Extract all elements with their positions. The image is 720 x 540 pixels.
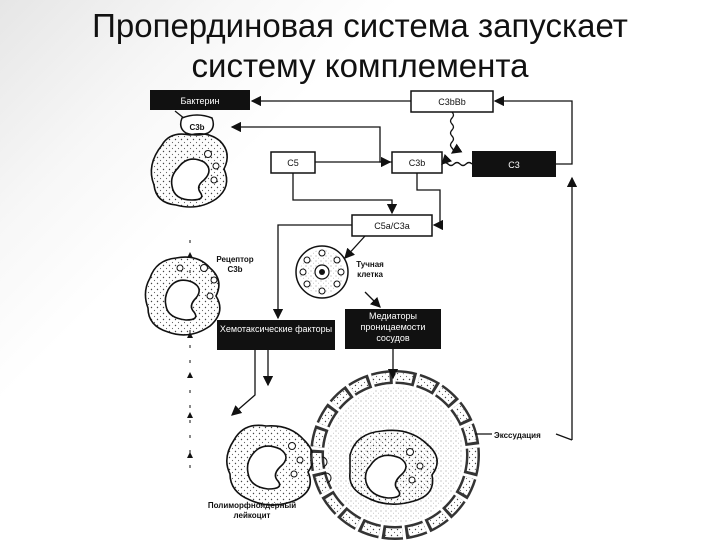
leukocyte-top bbox=[150, 133, 228, 208]
c3b-cap: C3b bbox=[179, 114, 215, 136]
box-bacterin: Бактерин bbox=[150, 90, 250, 110]
c3b-cap-label: C3b bbox=[189, 123, 204, 132]
box-c5: C5 bbox=[270, 151, 316, 174]
receptor-label-line2: C3b bbox=[227, 265, 242, 274]
slide-title-line-1: Пропердиновая система запускает bbox=[92, 7, 628, 44]
box-c5-label: C5 bbox=[287, 158, 299, 168]
pmn-label-line1: Полиморфноядерный bbox=[208, 501, 296, 510]
box-c3-label: C3 bbox=[508, 160, 520, 170]
box-permeability-mediators: Медиаторы проницаемости сосудов bbox=[345, 309, 441, 349]
slide-title-line-2: систему комплемента bbox=[191, 47, 529, 84]
box-chemotactic-factors: Хемотаксические факторы bbox=[217, 320, 335, 350]
box-c3: C3 bbox=[472, 151, 556, 177]
leukocyte-pmn: Полиморфноядерный лейкоцит bbox=[208, 424, 332, 520]
box-chemotactic-label: Хемотаксические факторы bbox=[220, 324, 332, 334]
leukocyte-receptor: Рецептор C3b bbox=[144, 255, 254, 336]
connectors bbox=[174, 95, 578, 441]
box-c3b-label: C3b bbox=[409, 158, 426, 168]
leukocyte-in-vessel bbox=[349, 429, 438, 505]
box-bacterin-label: Бактерин bbox=[181, 96, 220, 106]
box-chemotactic-label-text: Хемотаксические факторы bbox=[220, 324, 332, 334]
slide-title: Пропердиновая система запускает систему … bbox=[40, 6, 680, 86]
box-c5a-c3a: C5a/C3a bbox=[351, 214, 433, 237]
exudation-label: Экссудация bbox=[494, 431, 541, 440]
box-c3bbb-label: C3bBb bbox=[438, 97, 466, 107]
pmn-label-line2: лейкоцит bbox=[234, 511, 271, 520]
box-c3bbb: C3bBb bbox=[410, 90, 494, 113]
mast-label-line1: Тучная bbox=[356, 260, 384, 269]
box-c5a-c3a-label: C5a/C3a bbox=[374, 221, 410, 231]
box-permeability-label: Медиаторы проницаемости сосудов bbox=[360, 311, 426, 343]
mast-label-line2: клетка bbox=[357, 270, 383, 279]
box-c3b: C3b bbox=[391, 151, 443, 174]
mast-cell: Тучная клетка bbox=[295, 245, 384, 299]
receptor-label-line1: Рецептор bbox=[216, 255, 253, 264]
